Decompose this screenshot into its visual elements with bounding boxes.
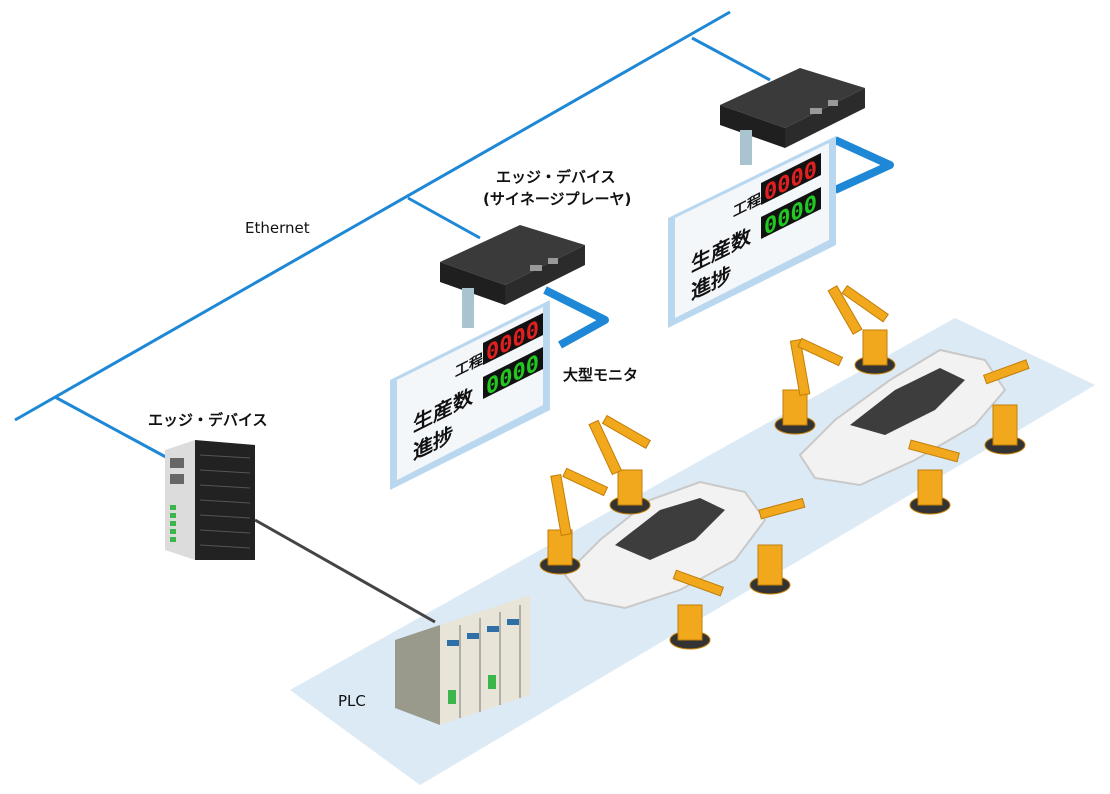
monitor-1-row2-panel (483, 347, 543, 399)
plc-unit (395, 595, 530, 725)
signage-player-2 (720, 68, 865, 165)
robot-arms (539, 285, 1030, 650)
plc-label: PLC (338, 692, 366, 710)
edge-device (165, 440, 255, 560)
ethernet-network (14, 10, 771, 464)
car-body-2 (798, 348, 1007, 487)
monitor-cables (543, 136, 894, 349)
signage-player-1 (440, 225, 585, 328)
signage-device-label-line2: (サイネージプレーヤ) (483, 190, 631, 208)
signage-device-label-line1: エッジ・デバイス (496, 168, 616, 186)
monitor-2-row2-panel (761, 187, 821, 239)
edge-device-label: エッジ・デバイス (148, 411, 268, 429)
monitor-2-row1-panel (761, 153, 821, 205)
monitor-1-row1-panel (483, 313, 543, 365)
plc-cable (254, 518, 436, 624)
large-monitor-label: 大型モニタ (563, 366, 638, 384)
ethernet-label: Ethernet (245, 219, 310, 237)
